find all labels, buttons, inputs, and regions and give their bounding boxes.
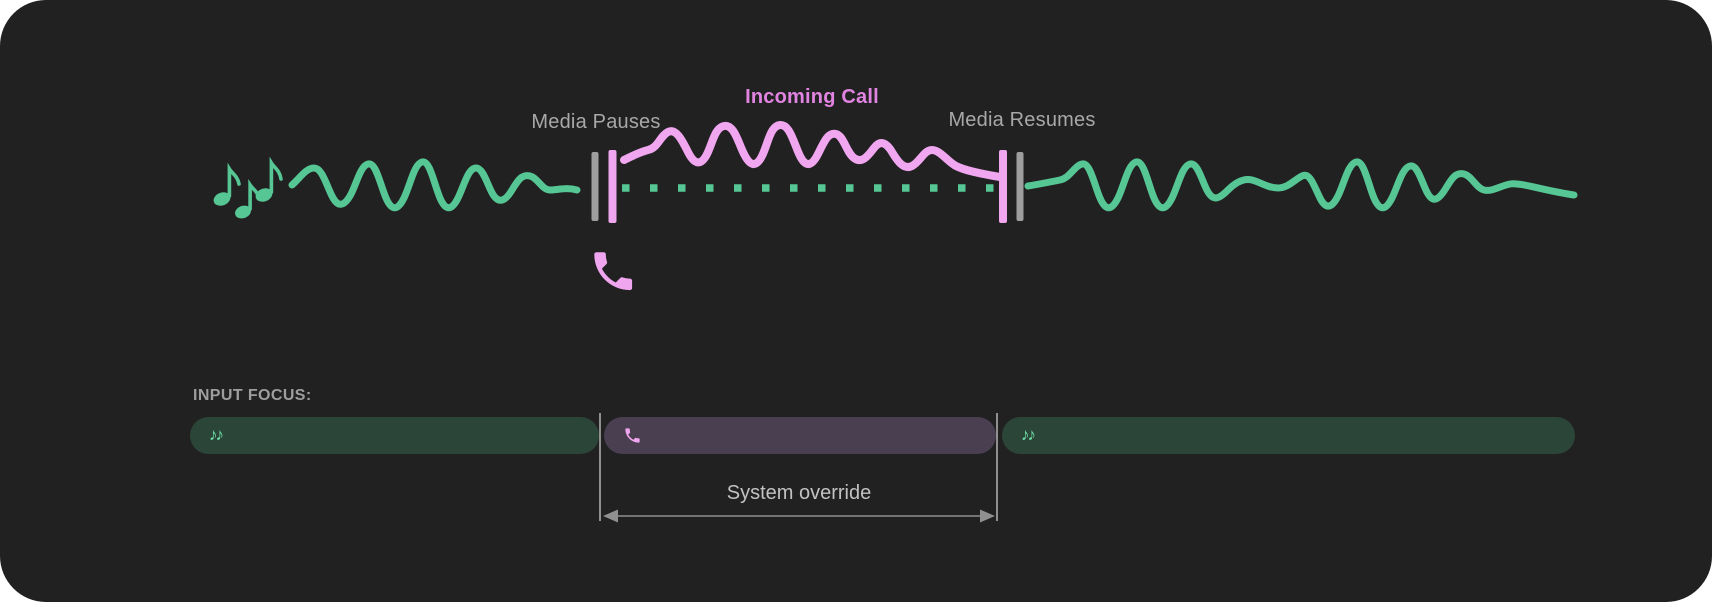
music-notes-icon: ♪♪ — [1021, 425, 1036, 444]
incoming-call-label: Incoming Call — [745, 86, 879, 108]
music-notes-icon — [213, 156, 283, 219]
phone-icon — [625, 428, 640, 443]
music-notes-icon: ♪♪ — [209, 425, 224, 444]
waveform-diagram — [213, 121, 1578, 291]
pause-marker-gray — [591, 152, 599, 221]
resume-marker-pink — [999, 150, 1007, 223]
media-wave-before — [288, 158, 581, 212]
focus-segment-media-after: ♪♪ — [1002, 417, 1575, 454]
media-resumes-label: Media Resumes — [948, 109, 1096, 131]
system-override-label: System override — [726, 482, 872, 504]
override-boundary-line-right — [996, 413, 998, 521]
input-focus-heading: INPUT FOCUS: — [193, 387, 312, 404]
system-override-arrow — [603, 509, 995, 523]
media-wave-after — [1024, 158, 1578, 212]
resume-marker-gray — [1016, 152, 1024, 221]
incoming-call-phone-icon — [594, 252, 633, 291]
pause-marker-pink — [608, 150, 617, 223]
override-boundary-line-left — [599, 413, 601, 521]
focus-segment-call — [604, 417, 996, 454]
focus-segment-media-before: ♪♪ — [190, 417, 599, 454]
media-pauses-label: Media Pauses — [531, 111, 661, 133]
